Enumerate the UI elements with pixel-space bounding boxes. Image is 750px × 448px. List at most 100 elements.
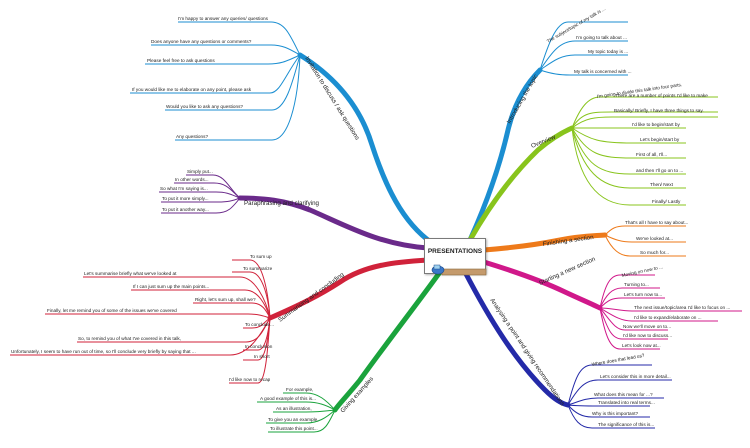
branch-invitation-stem <box>297 52 435 246</box>
paraphrasing-item-4: To put it more simply... <box>162 196 209 201</box>
twig-starting-1 <box>599 274 655 309</box>
twig-examples-1 <box>283 392 336 411</box>
summarising-item-4: If I can just sum up the main points... <box>133 284 209 289</box>
twig-overview-8 <box>571 127 686 189</box>
introducing-item-2: I'm going to talk about ... <box>576 35 627 40</box>
twig-overview-7 <box>571 127 686 175</box>
branch-paraphrasing: Paraphrasing and clarifying Simply put..… <box>159 169 431 251</box>
starting-item-8: Let's look now at... <box>622 343 661 348</box>
examples-item-5: To illustrate this point... <box>270 426 318 431</box>
twig-invitation-4 <box>130 54 301 94</box>
summarising-item-5: Right, let's sum up, shall we? <box>195 297 256 302</box>
twig-summarising-7 <box>243 317 271 329</box>
twig-paraphrasing-5 <box>161 197 241 214</box>
starting-item-6: Now we'll move on to... <box>623 324 671 329</box>
branch-analysing-label[interactable]: Analysing a point and giving recommendat… <box>488 297 565 407</box>
branch-finishing-label[interactable]: Finishing a section <box>542 234 594 248</box>
twig-analysing-1 <box>567 364 652 406</box>
overview-item-8: Then/ Next <box>650 182 674 187</box>
branch-summarising-label[interactable]: Summarising and concluding <box>277 271 346 324</box>
overview-item-2: There are a number of points I'd like to… <box>615 93 708 98</box>
invitation-item-6: Any questions? <box>176 134 208 139</box>
branch-introducing-stem <box>467 67 543 243</box>
branch-finishing: Finishing a section That's all I have to… <box>481 220 688 257</box>
paraphrasing-item-3: So what I'm saying is... <box>160 186 208 191</box>
summarising-item-10: In conclusion <box>245 344 273 349</box>
examples-item-1: For example, <box>286 387 313 392</box>
summarising-item-6: Finally, let me remind you of some of th… <box>47 308 177 313</box>
twig-starting-2 <box>599 287 660 309</box>
introducing-item-3: My topic today is ... <box>588 49 628 54</box>
analysing-item-3: What does this mean for ...? <box>594 392 653 397</box>
branch-invitation-label[interactable]: Invitation to discuss / ask questions <box>303 55 360 141</box>
twig-overview-5 <box>571 127 686 144</box>
twig-introducing-1 <box>539 21 628 71</box>
branch-introducing-label[interactable]: Introducing the topic <box>506 73 540 125</box>
overview-item-5: Let's begin/start by <box>640 137 680 142</box>
branch-overview-stem <box>467 125 575 243</box>
overview-item-7: and then I'll go on to ... <box>636 168 683 173</box>
paraphrasing-item-2: In other words... <box>175 177 209 182</box>
twig-analysing-3 <box>567 397 664 406</box>
twig-invitation-6 <box>175 54 301 141</box>
twig-overview-6 <box>571 127 686 159</box>
twig-overview-1 <box>571 96 718 129</box>
summarising-item-2: To summarize <box>243 266 273 271</box>
overview-item-9: Finally/ Lastly <box>652 199 681 204</box>
starting-item-5: I'd like to expand/elaborate on ... <box>634 315 702 320</box>
invitation-item-2: Does anyone have any questions or commen… <box>151 39 252 44</box>
twig-overview-3 <box>571 116 718 129</box>
twig-analysing-6 <box>567 404 655 429</box>
paraphrasing-item-1: Simply put... <box>187 169 213 174</box>
twig-summarising-9 <box>10 317 271 356</box>
twig-analysing-5 <box>567 404 650 418</box>
twig-invitation-2 <box>151 44 301 56</box>
twig-overview-9 <box>571 127 686 206</box>
twig-examples-5 <box>268 409 336 433</box>
twig-starting-6 <box>599 307 668 331</box>
twig-examples-2 <box>257 401 336 411</box>
summarising-item-9: Unfortunately, I seem to have run out of… <box>11 349 196 354</box>
twig-finishing-2 <box>604 234 686 243</box>
branch-analysing-stem <box>462 269 571 408</box>
starting-item-7: I'd like now to discuss... <box>623 333 672 338</box>
twig-summarising-12 <box>229 317 271 384</box>
branch-starting-stem <box>481 259 603 311</box>
summarising-item-3: Let's summarise briefly what we've looke… <box>84 271 177 276</box>
twig-invitation-5 <box>165 54 301 111</box>
central-topic-node[interactable]: PRESENTATIONS <box>424 238 486 274</box>
branch-summarising: Summarising and concluding To sum up To … <box>10 254 431 384</box>
branch-starting-label[interactable]: Starting a new section <box>538 255 597 286</box>
invitation-item-5: Would you like to ask any questions? <box>166 104 243 109</box>
invitation-item-1: I'm happy to answer any queries/ questio… <box>178 16 269 21</box>
twig-summarising-4 <box>131 289 271 319</box>
twig-paraphrasing-2 <box>174 182 241 199</box>
branch-giving-examples-stem <box>332 269 443 413</box>
twig-paraphrasing-4 <box>161 197 241 203</box>
finishing-item-2: We've looked at... <box>636 236 673 241</box>
summarising-item-11: In short <box>254 354 270 359</box>
twig-invitation-1 <box>178 21 301 56</box>
invitation-item-3: Please feel free to ask questions <box>147 58 215 63</box>
branch-paraphrasing-label[interactable]: Paraphrasing and clarifying <box>244 200 320 207</box>
twig-summarising-2 <box>232 271 271 319</box>
invitation-item-4: If you would like me to elaborate on any… <box>132 87 252 92</box>
starting-item-1: Moving on now to ... <box>621 264 663 278</box>
twig-starting-5 <box>599 307 718 322</box>
twig-analysing-2 <box>567 379 672 406</box>
overview-item-6: First of all, I'll... <box>636 152 667 157</box>
twig-overview-2 <box>571 111 718 129</box>
starting-item-4: The next issue/topic/area I'd like to fo… <box>634 305 730 310</box>
analysing-item-4: Translated into real terms... <box>598 400 655 405</box>
examples-item-4: To give you an example, <box>268 417 319 422</box>
analysing-item-6: The significance of this is... <box>598 422 654 427</box>
twig-finishing-1 <box>604 225 686 236</box>
summarising-item-7: To conclude... <box>245 322 274 327</box>
examples-item-2: A good example of this is... <box>260 396 316 401</box>
twig-introducing-3 <box>539 54 628 71</box>
branch-giving-examples: Giving examples For example, A good exam… <box>257 269 443 433</box>
branch-finishing-stem <box>481 232 608 253</box>
twig-starting-4 <box>599 307 742 312</box>
twig-starting-7 <box>599 307 668 340</box>
